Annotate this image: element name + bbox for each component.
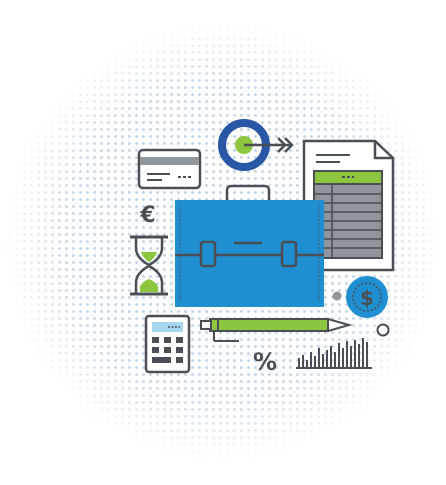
bar-chart-icon [296, 338, 372, 369]
percent-icon: % [253, 348, 277, 376]
dollar-coin-icon: $ [332, 276, 390, 337]
target-icon [218, 119, 294, 171]
pen-icon [200, 317, 353, 342]
calculator-icon [144, 314, 191, 374]
dollar-sign: $ [360, 286, 374, 310]
document-table-icon [302, 139, 395, 272]
euro-icon: € [139, 203, 155, 228]
hourglass-icon [130, 235, 168, 296]
briefcase-icon [175, 184, 324, 307]
credit-card-icon [137, 148, 202, 190]
